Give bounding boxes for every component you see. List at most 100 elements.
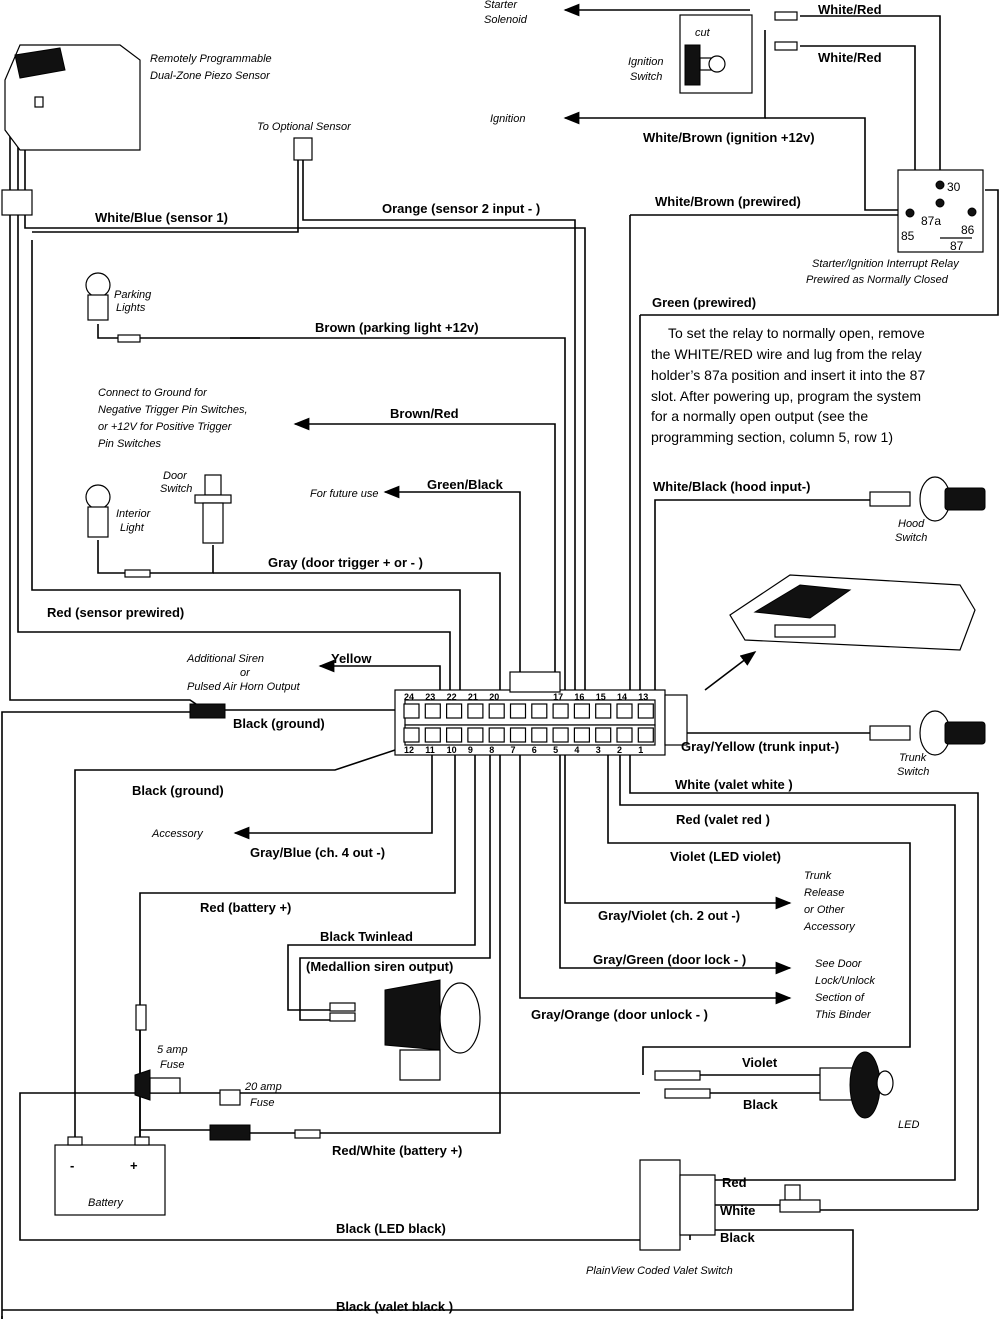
connector-cavity (552, 703, 569, 719)
note-ground-1: Connect to Ground for (98, 387, 208, 399)
relay-pin-30: 30 (947, 180, 961, 194)
note-relay-1: Starter/Ignition Interrupt Relay (812, 258, 960, 270)
connector-cavity (488, 727, 505, 743)
note-trunk-rel-4: Accessory (803, 921, 856, 933)
note-cut: cut (695, 27, 711, 39)
note-siren-3: Pulsed Air Horn Output (187, 681, 301, 693)
note-ground-3: or +12V for Positive Trigger (98, 421, 233, 433)
connector-pin-11: 11 (425, 745, 435, 755)
component-notes: Remotely Programmable Dual-Zone Piezo Se… (88, 0, 960, 1277)
label-white-black-hood: White/Black (hood input-) (653, 479, 810, 494)
label-black-ground1: Black (ground) (233, 716, 325, 731)
connector-pin-10: 10 (447, 745, 457, 755)
label-brown-red: Brown/Red (390, 406, 459, 421)
note-relay-2: Prewired as Normally Closed (806, 274, 949, 286)
note-door-lock-4: This Binder (815, 1009, 872, 1021)
connector-cavity (403, 703, 420, 719)
note-sensor-2: Dual-Zone Piezo Sensor (150, 70, 271, 82)
note-starter-1: Starter (484, 0, 518, 11)
label-brown: Brown (parking light +12v) (315, 320, 479, 335)
label-red-valet: Red (valet red ) (676, 812, 770, 827)
ground-lug (189, 703, 226, 719)
label-red-battery: Red (battery +) (200, 900, 291, 915)
connector-cavity (531, 703, 548, 719)
note-fuse5-1: 5 amp (157, 1044, 188, 1056)
connector-pin-9: 9 (468, 745, 473, 755)
connector-cavity (595, 727, 612, 743)
note-door-lock-3: Section of (815, 992, 865, 1004)
label-valet-white: White (720, 1203, 755, 1218)
fuse-20a (209, 1089, 321, 1141)
note-battery: Battery (88, 1197, 124, 1209)
connector-pin-24: 24 (404, 692, 414, 702)
siren (329, 979, 481, 1081)
connector-pin-2: 2 (617, 745, 622, 755)
connector-cavity (467, 727, 484, 743)
label-gray-blue: Gray/Blue (ch. 4 out -) (250, 845, 385, 860)
note-trunk-rel-1: Trunk (804, 870, 832, 882)
paragraph-line-3: holder’s 87a position and insert it into… (651, 367, 925, 383)
remote-transmitter (729, 574, 976, 651)
connector-pin-5: 5 (553, 745, 558, 755)
label-gray-violet: Gray/Violet (ch. 2 out -) (598, 908, 740, 923)
connector-cavity (637, 727, 654, 743)
connector-pin-3: 3 (596, 745, 601, 755)
connector-pin-16: 16 (574, 692, 584, 702)
connector-cavity (403, 727, 420, 743)
label-white-red-top: White/Red (818, 2, 882, 17)
connector-cavity (488, 703, 505, 719)
note-ign-switch-1: Ignition (628, 56, 663, 68)
connector-cavity (552, 727, 569, 743)
connector-cavity (637, 703, 654, 719)
label-violet: Violet (742, 1055, 778, 1070)
battery-negative: - (70, 1158, 74, 1173)
label-valet-red: Red (722, 1175, 747, 1190)
connector-cavity (573, 727, 591, 743)
note-fuse20-2: Fuse (250, 1097, 274, 1109)
fuse-5a (134, 1004, 181, 1101)
label-white-blue: White/Blue (sensor 1) (95, 210, 228, 225)
relay-pin-85: 85 (901, 229, 915, 243)
connector-cavity (446, 727, 463, 743)
paragraph-line-5: for a normally open output (see the (651, 408, 868, 424)
relay-pin-87: 87 (950, 239, 964, 253)
label-gray-green: Gray/Green (door lock - ) (593, 952, 746, 967)
note-ground-4: Pin Switches (98, 438, 161, 450)
trunk-switch (869, 710, 986, 756)
note-led: LED (898, 1119, 919, 1131)
connector-pin-1: 1 (638, 745, 643, 755)
door-switch (194, 474, 232, 544)
label-green-pre: Green (prewired) (652, 295, 756, 310)
connector-cavity (616, 727, 633, 743)
connector-cavity (446, 703, 463, 719)
ignition-switch (679, 11, 798, 94)
paragraph-line-1: To set the relay to normally open, remov… (668, 325, 925, 341)
valet-switch (639, 1159, 821, 1251)
connector-cavity (616, 703, 633, 719)
connector-pin-22: 22 (447, 692, 457, 702)
note-door-2: Switch (160, 483, 192, 495)
label-red-sensor: Red (sensor prewired) (47, 605, 184, 620)
battery-positive: + (130, 1158, 138, 1173)
connector-cavity (595, 703, 612, 719)
label-orange: Orange (sensor 2 input - ) (382, 201, 540, 216)
note-siren-2: or (240, 667, 251, 679)
relay-pin-86: 86 (961, 223, 975, 237)
note-valet-switch: PlainView Coded Valet Switch (586, 1265, 733, 1277)
connector-pin-23: 23 (425, 692, 435, 702)
connector-cavity (573, 703, 591, 719)
note-ignition: Ignition (490, 113, 525, 125)
label-gray-yellow: Gray/Yellow (trunk input-) (681, 739, 839, 754)
note-trunk-rel-2: Release (804, 887, 844, 899)
connector-cavity (424, 727, 441, 743)
connector-pin-12: 12 (404, 745, 414, 755)
note-hood-1: Hood (898, 518, 925, 530)
paragraph-line-4: slot. After powering up, program the sys… (651, 388, 921, 404)
connector-pin-8: 8 (489, 745, 494, 755)
connector-pin-7: 7 (511, 745, 516, 755)
note-siren-1: Additional Siren (186, 653, 264, 665)
connector-pin-20: 20 (489, 692, 499, 702)
label-black-twinlead: Black Twinlead (320, 929, 413, 944)
